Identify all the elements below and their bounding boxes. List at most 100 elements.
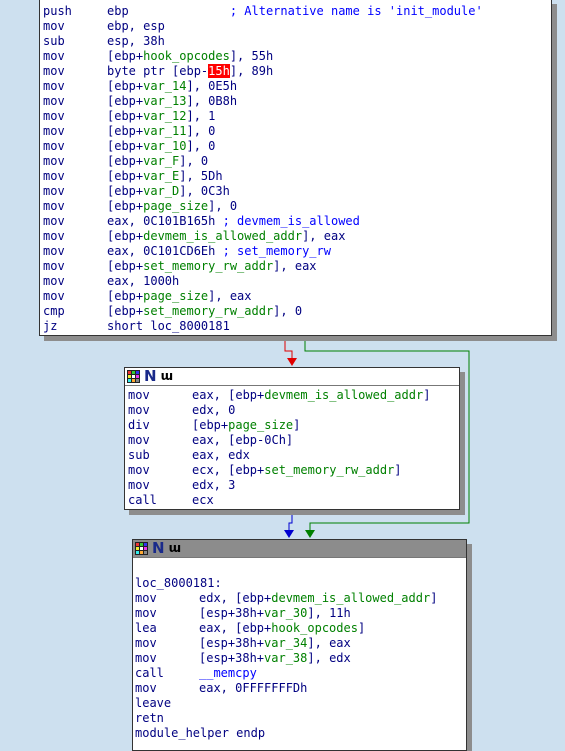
code-line[interactable]: mov[ebp+devmem_is_allowed_addr], eax bbox=[43, 229, 551, 244]
operand-text: ebp bbox=[107, 4, 230, 18]
symbol-name[interactable]: var_E bbox=[143, 169, 180, 183]
code-line[interactable]: mov[ebp+var_12], 1 bbox=[43, 109, 551, 124]
code-line[interactable]: mov[ebp+var_F], 0 bbox=[43, 154, 551, 169]
code-line[interactable]: mov[ebp+hook_opcodes], 55h bbox=[43, 49, 551, 64]
symbol-name[interactable]: devmem_is_allowed_addr bbox=[271, 591, 431, 605]
symbol-name[interactable]: hook_opcodes bbox=[143, 49, 230, 63]
symbol-name[interactable]: var_14 bbox=[143, 79, 187, 93]
code-line[interactable]: mov[ebp+page_size], 0 bbox=[43, 199, 551, 214]
symbol-name[interactable]: var_30 bbox=[264, 606, 308, 620]
symbol-name[interactable]: hook_opcodes bbox=[271, 621, 358, 635]
code-line[interactable]: mov[esp+38h+var_38], edx bbox=[135, 651, 466, 666]
operand-text: ], 0 bbox=[179, 154, 209, 168]
symbol-name[interactable]: set_memory_rw_addr bbox=[143, 259, 274, 273]
operand-text: loc_8000181: bbox=[135, 576, 222, 590]
operand-text: [ebp+ bbox=[107, 139, 144, 153]
symbol-name[interactable]: var_11 bbox=[143, 124, 187, 138]
code-line[interactable]: mov[ebp+var_10], 0 bbox=[43, 139, 551, 154]
operand-text: ], 11h bbox=[307, 606, 351, 620]
code-line[interactable]: mov[ebp+var_D], 0C3h bbox=[43, 184, 551, 199]
code-line[interactable]: mov[ebp+page_size], eax bbox=[43, 289, 551, 304]
symbol-name[interactable]: var_34 bbox=[264, 636, 308, 650]
operand-text: ] bbox=[357, 621, 366, 635]
code-line[interactable]: mov[esp+38h+var_30], 11h bbox=[135, 606, 466, 621]
code-line[interactable]: retn bbox=[135, 711, 466, 726]
code-line[interactable]: cmp[ebp+set_memory_rw_addr], 0 bbox=[43, 304, 551, 319]
mnemonic: mov bbox=[135, 681, 157, 695]
symbol-name[interactable]: page_size bbox=[143, 199, 209, 213]
code-line[interactable]: div[ebp+page_size] bbox=[128, 418, 459, 433]
block-header[interactable]: N ɯ bbox=[133, 540, 466, 558]
operand-text: [ebp+ bbox=[107, 289, 144, 303]
mnemonic: lea bbox=[135, 621, 157, 635]
node-n-icon[interactable]: N bbox=[152, 539, 165, 557]
node-u-icon[interactable]: ɯ bbox=[160, 369, 173, 383]
symbol-name[interactable]: page_size bbox=[143, 289, 209, 303]
block-header[interactable]: N ɯ bbox=[125, 368, 459, 386]
symbol-name[interactable]: var_F bbox=[143, 154, 180, 168]
operand-text: ], eax bbox=[273, 259, 317, 273]
code-line[interactable]: module_helper endp bbox=[135, 726, 466, 741]
symbol-name[interactable]: devmem_is_allowed_addr bbox=[264, 388, 424, 402]
symbol-name[interactable]: page_size bbox=[228, 418, 294, 432]
operand-text: [esp+38h+ bbox=[199, 651, 265, 665]
operand-text: ] bbox=[423, 388, 431, 402]
operand-text: eax, [ebp+ bbox=[192, 388, 265, 402]
symbol-name[interactable]: set_memory_rw_addr bbox=[264, 463, 395, 477]
operand-text: ecx, [ebp+ bbox=[192, 463, 265, 477]
operand-text: eax, 1000h bbox=[107, 274, 180, 288]
graph-icon[interactable] bbox=[127, 370, 140, 383]
edge-true-arrowhead bbox=[305, 530, 315, 538]
symbol-name[interactable]: var_D bbox=[143, 184, 180, 198]
symbol-name[interactable]: var_13 bbox=[143, 94, 187, 108]
code-line[interactable]: call__memcpy bbox=[135, 666, 466, 681]
symbol-name[interactable]: devmem_is_allowed_addr bbox=[143, 229, 303, 243]
node-n-icon[interactable]: N bbox=[144, 367, 157, 385]
symbol-name[interactable]: var_38 bbox=[264, 651, 308, 665]
operand-text: ], 55h bbox=[229, 49, 274, 63]
code-line[interactable]: mov[ebp+set_memory_rw_addr], eax bbox=[43, 259, 551, 274]
code-line[interactable]: mov[ebp+var_E], 5Dh bbox=[43, 169, 551, 184]
mnemonic: mov bbox=[128, 463, 150, 477]
code-line[interactable]: loc_8000181: bbox=[135, 576, 466, 591]
comment: __memcpy bbox=[199, 666, 257, 680]
code-line[interactable]: mov[ebp+var_14], 0E5h bbox=[43, 79, 551, 94]
code-line[interactable]: mov[esp+38h+var_34], eax bbox=[135, 636, 466, 651]
graph-icon[interactable] bbox=[135, 542, 148, 555]
symbol-name[interactable]: var_12 bbox=[143, 109, 187, 123]
code-line[interactable]: leave bbox=[135, 696, 466, 711]
operand-text: ecx bbox=[192, 493, 214, 507]
code-line[interactable]: mov[ebp+var_13], 0B8h bbox=[43, 94, 551, 109]
symbol-name[interactable]: var_10 bbox=[143, 139, 187, 153]
operand-text: ] bbox=[293, 418, 301, 432]
symbol-name[interactable]: set_memory_rw_addr bbox=[143, 304, 274, 318]
operand-text: ], 0B8h bbox=[186, 94, 238, 108]
code-line[interactable]: mov[ebp+var_11], 0 bbox=[43, 124, 551, 139]
node-u-icon[interactable]: ɯ bbox=[168, 541, 181, 555]
operand-text: edx, 3 bbox=[192, 478, 236, 492]
code-line[interactable]: lea eax, [ebp+hook_opcodes] bbox=[135, 621, 466, 636]
operand-text: eax, [ebp+ bbox=[199, 621, 272, 635]
mnemonic: mov bbox=[43, 109, 65, 123]
